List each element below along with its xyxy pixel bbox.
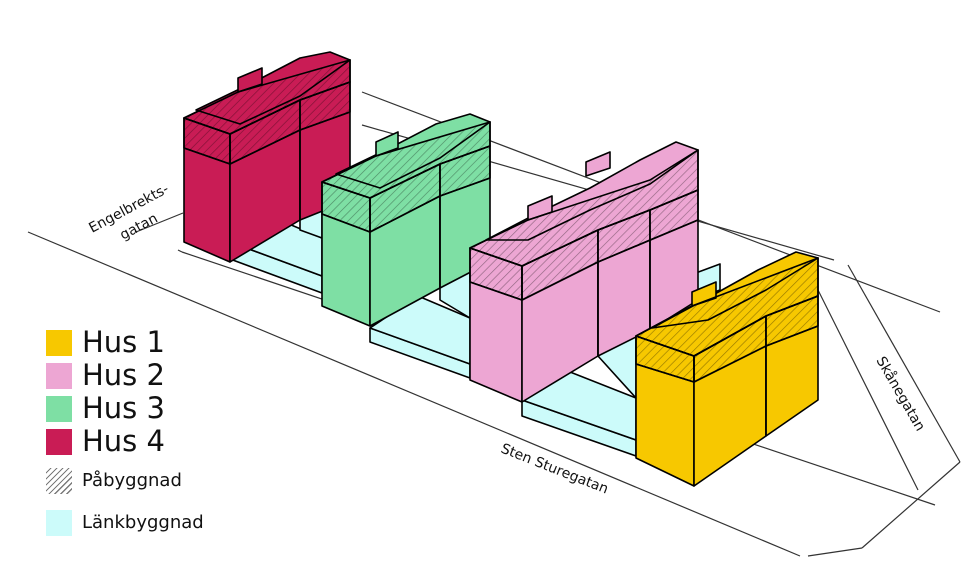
hus3-edge: [369, 195, 441, 233]
street-line-front-outer: [27, 231, 801, 557]
hus2-edge: [597, 219, 699, 263]
legend-swatch-hus-2: [46, 362, 72, 389]
legend-swatch-hus-3: [46, 395, 72, 422]
legend-label-hus-2: Hus 2: [82, 358, 165, 392]
legend-item-pabyggnad: Påbyggnad: [46, 462, 204, 500]
street-line-right-inner: [817, 289, 919, 491]
hus4-hatch-top: [183, 59, 351, 135]
legend-item-hus-3: Hus 3: [46, 392, 204, 425]
hus2-edge: [521, 261, 599, 301]
legend-label-pabyggnad: Påbyggnad: [82, 470, 182, 491]
hus4-edge: [183, 147, 231, 165]
street-line-corner-b: [807, 547, 863, 557]
street-line-corner-a: [861, 461, 961, 549]
building-hus-2: [469, 141, 699, 403]
hus1-hatch-top: [635, 257, 819, 357]
hus3-addition-step: [375, 131, 399, 157]
street-line-right-outer: [847, 264, 961, 463]
legend-item-lankbyggnad: Länkbyggnad: [46, 504, 204, 542]
hus3-edge: [321, 213, 371, 233]
hus4-addition-step: [237, 67, 263, 93]
building-hus-1: [635, 251, 819, 487]
hus1-edge: [635, 363, 695, 383]
legend-swatch-pabyggnad: [46, 468, 72, 494]
hus3-hatch-top: [321, 121, 491, 199]
hus4-edge: [299, 111, 351, 131]
building-hus-3: [321, 113, 491, 327]
legend-swatch-hus-1: [46, 329, 72, 356]
legend-item-hus-2: Hus 2: [46, 359, 204, 392]
hus2-edge: [469, 281, 523, 301]
street-line-left-a: [135, 212, 184, 233]
legend-label-hus-3: Hus 3: [82, 391, 165, 425]
hus1-edge: [693, 345, 767, 383]
legend-swatch-lankbyggnad: [46, 510, 72, 536]
street-line-left-b: [177, 249, 183, 253]
legend-label-hus-1: Hus 1: [82, 325, 165, 359]
legend-item-hus-4: Hus 4: [46, 425, 204, 458]
legend-swatch-hus-4: [46, 428, 72, 455]
legend: Hus 1 Hus 2 Hus 3 Hus 4 Påbyggnad Länkby…: [46, 326, 204, 542]
hus2-addition-step-2: [585, 151, 611, 177]
hus1-edge: [765, 325, 819, 347]
hus2-hatch-top: [469, 149, 699, 267]
legend-label-lankbyggnad: Länkbyggnad: [82, 512, 204, 533]
hus3-edge: [439, 177, 491, 197]
legend-label-hus-4: Hus 4: [82, 424, 165, 458]
building-hus-4: [183, 51, 351, 263]
street-label-skane: Skånegatan: [873, 354, 929, 435]
legend-item-hus-1: Hus 1: [46, 326, 204, 359]
hus4-edge: [229, 129, 301, 165]
